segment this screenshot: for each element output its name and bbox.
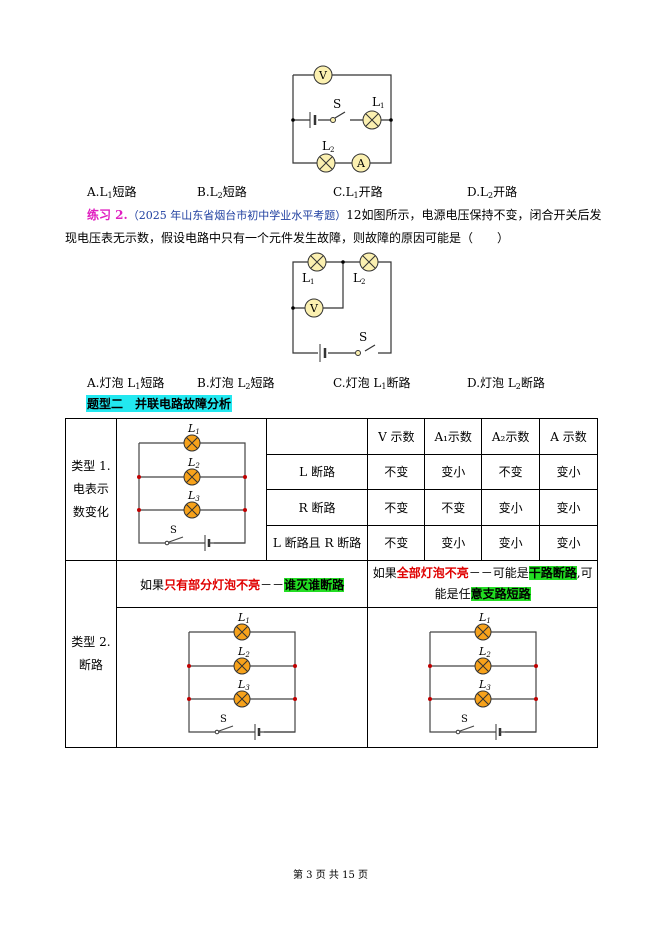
type2-label: 类型 2.断路 [65,560,117,748]
junction-dot [427,664,432,668]
switch-lever [429,725,481,733]
lamp-cross [186,471,199,483]
junction-dot [293,697,298,701]
switch-icon [164,540,170,546]
lamp-label: L2 [187,456,200,470]
lamp-l1-label: L1 [302,271,314,286]
q2-option-a: A.灯泡 L1短路 [87,376,165,391]
lamp-icon [474,623,492,641]
junction-dot [427,697,432,701]
lamp-icon [183,501,201,519]
switch-lever [139,536,191,544]
lamp-icon [474,690,492,708]
lamp-cross [476,693,489,705]
junction-dot [187,664,192,668]
lamp-cross [236,626,248,638]
lamp-l2-label: L2 [353,271,365,286]
section-heading: 题型二 并联电路故障分析 [86,395,233,412]
voltmeter-icon [313,65,333,85]
junction-dot [137,508,142,512]
header-a1: A₁示数 [424,418,483,455]
switch-icon [214,729,220,735]
lamp-icon [233,657,251,675]
lamp-label: L2 [237,645,250,659]
junction-dot [533,697,538,701]
circuit-diagram-q1: V A S L1 L2 [291,65,393,173]
ammeter-label: A [356,157,366,170]
lamp-label: L2 [478,645,491,659]
header-v: V 示数 [367,418,426,455]
q2-option-d: D.灯泡 L2断路 [467,376,545,391]
junction-dot [187,697,192,701]
table-row: L 断路且 R 断路不变变小变小变小 [66,524,598,561]
switch-icon [455,729,460,735]
lamp-l1-label: L1 [372,95,384,110]
junction-dot [137,475,142,479]
junction-dot [243,508,248,512]
switch-label: S [359,330,367,344]
q1-option-d: D.L2开路 [467,185,518,200]
lamp-l2-icon [316,153,336,173]
voltmeter-label: V [309,302,319,315]
lamp-cross [186,437,199,449]
switch-label: S [170,525,177,536]
q2-option-b: B.灯泡 L2短路 [197,376,275,391]
ammeter-icon [351,153,371,173]
lamp-l2-icon [359,252,379,272]
exercise-2-line2: 现电压表无示数，假设电路中只有一个元件发生故障，则故障的原因可能是（ ） [65,231,510,245]
voltmeter-icon [304,298,324,318]
switch-label: S [333,97,341,111]
lamp-cross [476,626,489,638]
q1-option-c: C.L1开路 [333,185,383,200]
lamp-label: L3 [478,678,491,692]
lamp-label: L1 [187,422,200,436]
partial-lamps-note: 如果只有部分灯泡不亮－－谁灭谁断路 [115,560,369,608]
lamp-l1-icon [362,110,382,130]
lamp-label: L3 [237,678,250,692]
junction-dot [533,664,538,668]
header-a2: A₂示数 [481,418,541,455]
q2-option-c: C.灯泡 L1断路 [333,376,411,391]
junction-dot [243,475,248,479]
lamp-l2-label: L2 [322,139,334,154]
junction-dot [293,664,298,668]
header-a: A 示数 [539,418,598,455]
lamp-icon [474,657,492,675]
page-footer: 第 3 页 共 15 页 [293,870,368,881]
switch-label: S [220,714,227,725]
type1-label: 类型 1.电表示数变化 [65,418,117,561]
lamp-cross [236,660,248,672]
lamp-l1-icon [307,252,327,272]
circuit-diagram-q2: V S L1 L2 [291,252,392,362]
lamp-label: L1 [237,611,250,625]
switch-label: S [461,714,468,725]
lamp-cross [236,693,248,705]
lamp-icon [233,623,251,641]
exercise-2-line1: 练习 2.（2025 年山东省烟台市初中学业水平考题）12如图所示，电源电压保持… [87,208,602,222]
lamp-cross [186,504,199,516]
all-lamps-note: 如果全部灯泡不亮－－可能是干路断路,可能是任意支路短路 [367,560,598,608]
voltmeter-label: V [318,69,328,82]
q1-option-b: B.L2短路 [197,185,247,200]
lamp-icon [183,434,201,452]
lamp-cross [476,660,489,672]
lamp-icon [233,690,251,708]
table-row: R 断路不变不变变小变小 [66,489,598,526]
switch-lever [189,725,241,733]
q1-option-a: A.L1短路 [87,185,137,200]
lamp-label: L3 [187,489,200,503]
lamp-icon [183,468,201,486]
lamp-label: L1 [478,611,491,625]
